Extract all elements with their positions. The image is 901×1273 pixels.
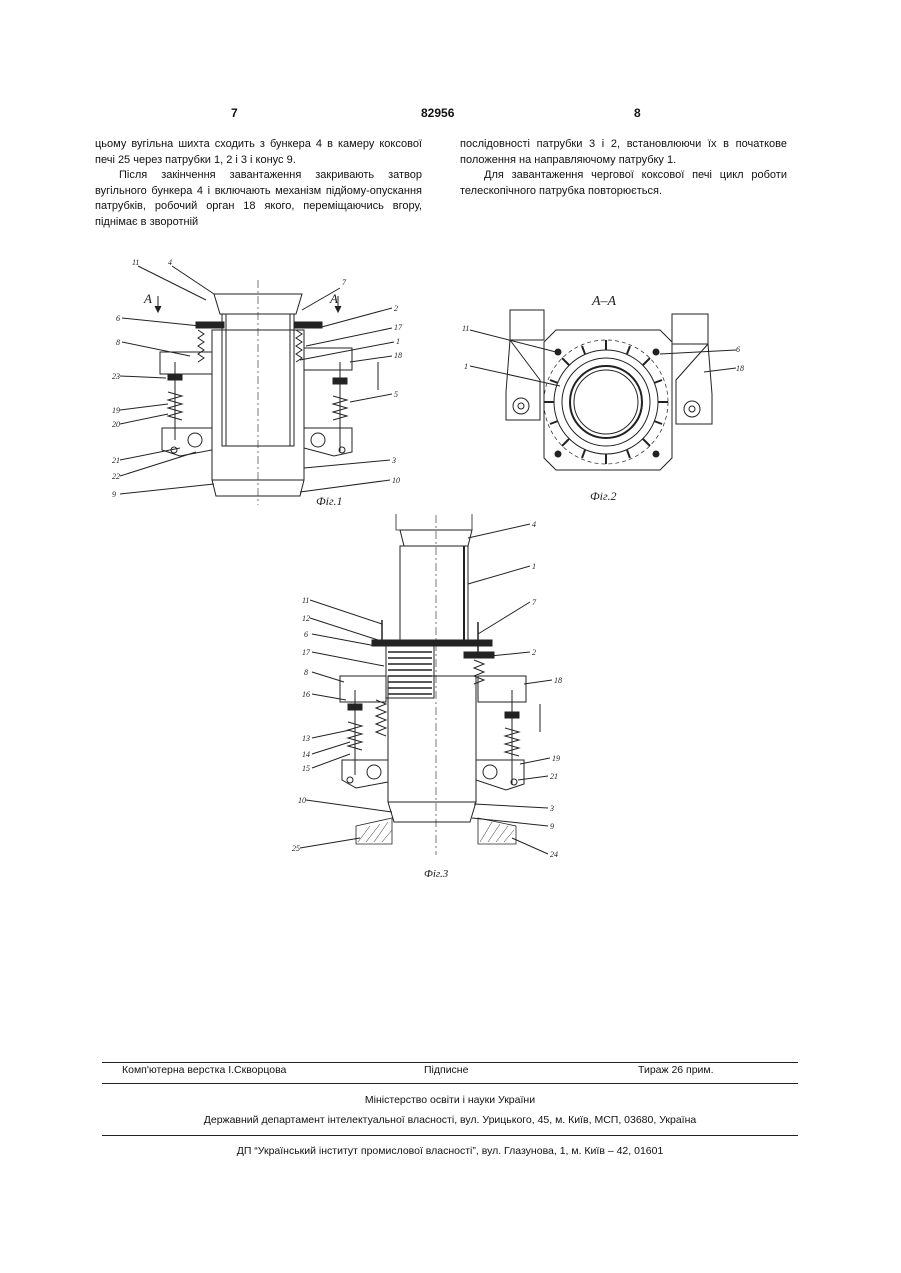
fig3-caption: Фіг.3 [424,868,449,880]
fig3-label-19: 19 [552,754,560,763]
fig3-label-10: 10 [298,796,306,805]
fig1-section-a-right: А [329,291,338,306]
fig1-caption: Фіг.1 [316,494,343,508]
fig2-title: А–А [591,294,617,309]
fig3-label-7: 7 [532,598,537,607]
fig3-label-14: 14 [302,750,310,759]
fig3-label-3: 3 [549,804,554,813]
fig1-label-5: 5 [394,390,398,399]
fig2-label-11: 11 [462,324,469,333]
fig1-label-8: 8 [116,338,120,347]
figure-1-labels: 11 4 7 2 17 6 1 8 18 23 5 19 20 21 22 3 … [112,258,403,508]
fig3-label-24: 24 [550,850,558,859]
fig2-label-6: 6 [736,345,740,354]
fig3-label-25: 25 [292,844,300,853]
fig3-label-11: 11 [302,596,309,605]
footer-ministry: Міністерство освіти і науки України [102,1094,798,1106]
footer-signed: Підписне [424,1064,468,1076]
figure-1-drawing [120,266,394,505]
figure-2-drawing [470,310,736,470]
fig3-label-8: 8 [304,668,308,677]
fig3-label-15: 15 [302,764,310,773]
fig1-label-19: 19 [112,406,120,415]
fig3-label-13: 13 [302,734,310,743]
footer-rule-top [102,1062,798,1063]
fig1-label-10: 10 [392,476,400,485]
fig2-caption: Фіг.2 [590,489,617,503]
footer-rule-mid [102,1083,798,1084]
fig1-label-20: 20 [112,420,120,429]
fig1-label-6: 6 [116,314,120,323]
fig3-label-16: 16 [302,690,310,699]
fig1-label-11: 11 [132,258,139,267]
fig1-label-3: 3 [391,456,396,465]
fig3-label-12: 12 [302,614,310,623]
footer-rule-bottom [102,1135,798,1136]
figure-3-drawing [300,514,552,855]
fig1-label-9: 9 [112,490,116,499]
fig1-label-4: 4 [168,258,172,267]
fig3-label-2: 2 [532,648,536,657]
fig2-label-18: 18 [736,364,744,373]
footer-department: Державний департамент інтелектуальної вл… [102,1114,798,1126]
fig3-label-4: 4 [532,520,536,529]
fig3-label-9: 9 [550,822,554,831]
fig1-section-a-left: А [143,291,152,306]
fig1-label-18: 18 [394,351,402,360]
fig3-label-17: 17 [302,648,311,657]
fig3-label-18: 18 [554,676,562,685]
fig1-label-17: 17 [394,323,403,332]
fig3-label-1: 1 [532,562,536,571]
fig1-label-7: 7 [342,278,347,287]
figure-2-labels: А–А 11 6 1 18 Фіг.2 [462,294,744,503]
fig3-label-21: 21 [550,772,558,781]
fig1-label-2: 2 [394,304,398,313]
fig1-label-23: 23 [112,372,120,381]
fig1-label-21: 21 [112,456,120,465]
fig2-label-1: 1 [464,362,468,371]
fig1-label-22: 22 [112,472,120,481]
footer-typesetting: Комп'ютерна верстка І.Скворцова [122,1064,286,1076]
fig3-label-6: 6 [304,630,308,639]
fig1-label-1: 1 [396,337,400,346]
footer-circulation: Тираж 26 прим. [638,1064,714,1076]
figure-3-labels: 4 1 11 12 7 6 2 17 18 8 16 13 14 15 19 2… [292,520,562,880]
footer-institute: ДП “Український інститут промислової вла… [102,1145,798,1157]
